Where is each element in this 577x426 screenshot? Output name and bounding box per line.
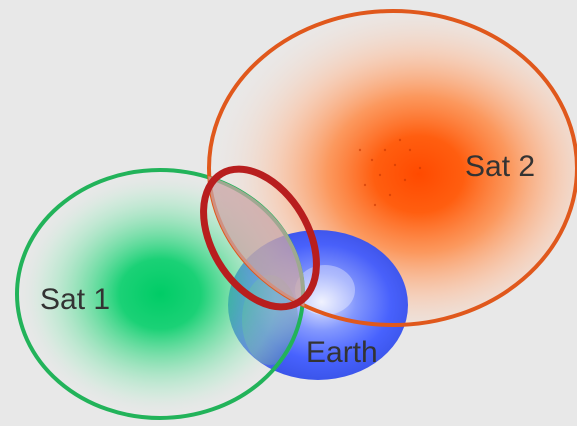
earth-highlight	[295, 265, 355, 315]
sat2-label: Sat 2	[465, 150, 535, 183]
overlap-region	[200, 165, 320, 326]
sat2-core-dots	[358, 138, 422, 207]
sat1-label: Sat 1	[40, 283, 110, 316]
earth-label: Earth	[306, 336, 378, 369]
sat2-outline	[207, 9, 577, 327]
overlap-fill	[208, 169, 305, 326]
overlap-outline	[200, 165, 320, 311]
